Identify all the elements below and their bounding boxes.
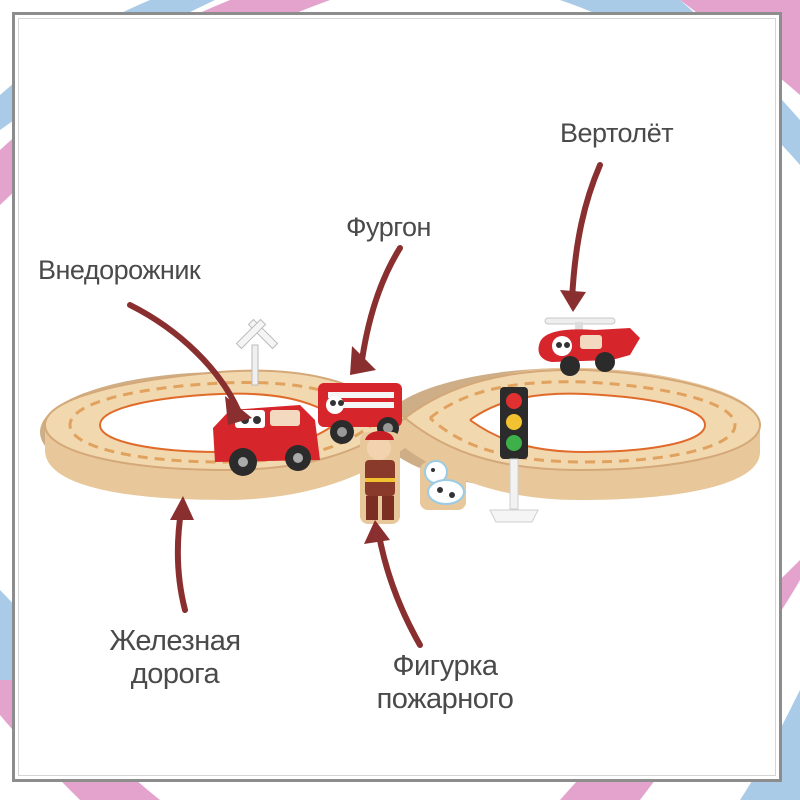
callout-arrows — [127, 162, 603, 648]
railway-crossing-sign-icon — [235, 318, 279, 386]
label-figure: Фигурка пожарного — [355, 650, 535, 717]
blue-stroke-bottom-right — [740, 690, 800, 800]
arrow-van — [359, 245, 403, 363]
arrow-heads — [170, 290, 586, 544]
fire-helicopter — [538, 317, 640, 376]
photo-frame-inner-line — [18, 18, 776, 776]
label-figure-line1: Фигурка — [392, 650, 498, 682]
label-van: Фургон — [346, 212, 431, 242]
label-helicopter: Вертолёт — [560, 118, 674, 148]
figure-eight-track — [40, 367, 762, 500]
label-railway-line1: Железная — [109, 625, 241, 657]
label-suv: Внедорожник — [38, 255, 201, 285]
label-figure-line2: пожарного — [376, 683, 514, 716]
dalmatian-figure-icon — [420, 460, 466, 510]
label-railway: Железная дорога — [85, 625, 265, 692]
traffic-light-icon — [489, 387, 539, 523]
arrow-helicopter — [569, 162, 603, 303]
arrow-suv — [127, 302, 241, 413]
label-railway-line2: дорога — [130, 658, 220, 691]
arrow-railway — [174, 502, 188, 613]
arrow-figure — [375, 527, 423, 648]
firefighter-figure-icon — [360, 431, 400, 524]
